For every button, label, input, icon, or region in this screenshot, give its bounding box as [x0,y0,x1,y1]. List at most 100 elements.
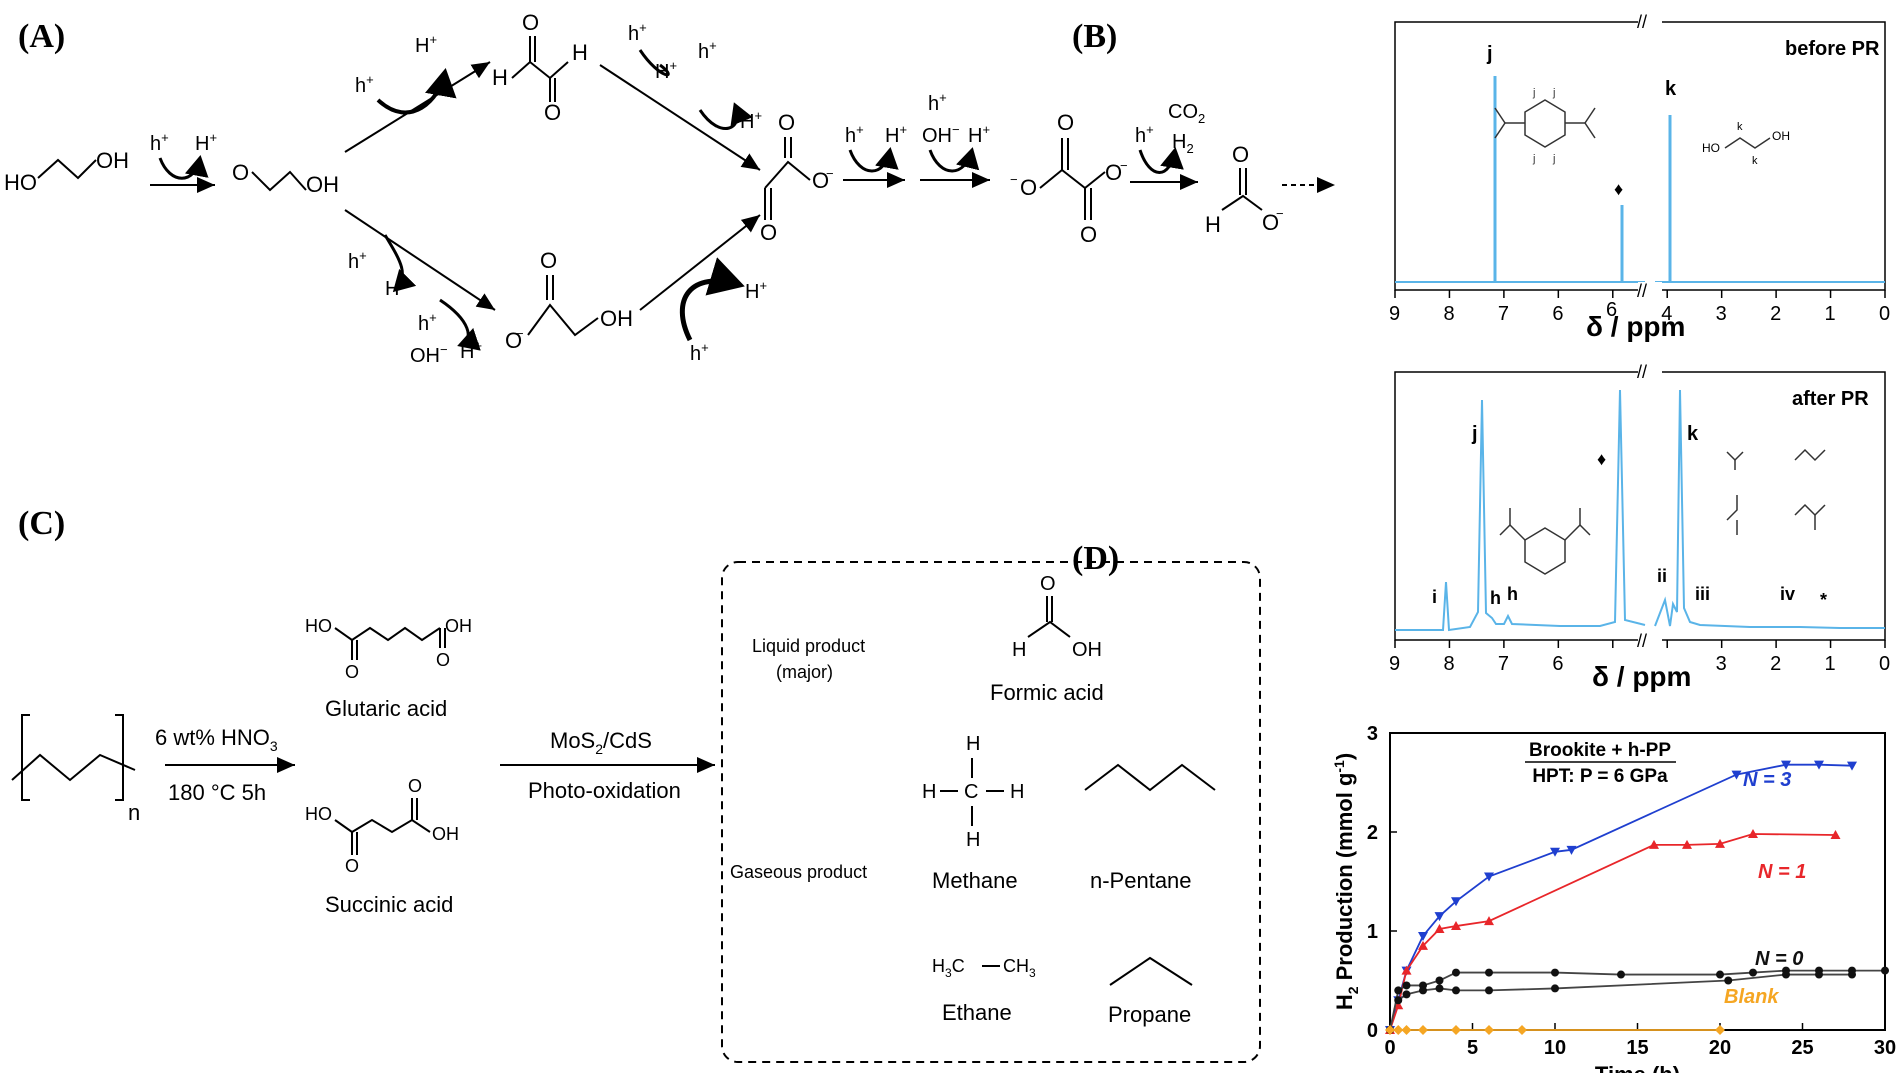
data-point [1452,968,1460,977]
data-point [1485,986,1493,995]
nmr-top-xlabel: δ / ppm [1586,311,1685,342]
svg-text:h+: h+ [628,20,647,45]
svg-text:−: − [1010,172,1018,187]
svg-text:OH: OH [1072,639,1102,661]
svg-text:CH3: CH3 [1003,956,1036,980]
svg-text:ii: ii [1657,566,1667,586]
svg-text:O: O [1040,573,1056,595]
svg-text:H: H [1205,212,1221,237]
svg-text:h: h [1490,588,1501,608]
panel-label-a: (A) [18,18,66,55]
svg-text:−: − [826,166,834,181]
glycolate-structure: O O − OH [505,248,633,353]
svg-text:180 °C 5h: 180 °C 5h [168,780,266,805]
scheme-c: n 6 wt% HNO3 180 °C 5h HO O O OH Glutari… [11,561,1261,1063]
data-point [1451,897,1461,907]
data-point [1881,966,1889,975]
data-point [1435,984,1444,993]
small-product-structures [1726,448,1826,535]
svg-text:O: O [1080,222,1097,247]
data-point [1484,916,1494,926]
data-point [1435,976,1444,985]
pentane-structure [1084,763,1216,792]
nmr-tick-label: 0 [1879,303,1890,325]
svg-text:j: j [1471,423,1478,445]
nmr-bot-tag: after PR [1792,388,1869,410]
svg-text:H+: H+ [968,122,990,147]
svg-text:OH−: OH− [410,342,448,367]
ethylene-glycol-small: HO OH k k [1702,121,1790,167]
x-tick-label: 10 [1544,1037,1566,1059]
svg-text:H+: H+ [195,130,217,155]
svg-text:6 wt% HNO3: 6 wt% HNO3 [155,725,278,754]
polypropylene-structure [11,714,136,801]
svg-text:iii: iii [1695,584,1710,604]
svg-text:H+: H+ [885,122,907,147]
svg-text:6: 6 [1606,299,1617,321]
svg-text:j: j [1532,87,1535,99]
svg-text:CO2: CO2 [1168,101,1205,126]
svg-text:C: C [964,781,978,803]
glyoxal-structure: O H O H [492,10,588,125]
data-point [1418,940,1428,950]
nmr-tick-label: 3 [1716,303,1727,325]
series-label: N = 0 [1755,948,1803,970]
data-point [1419,986,1427,995]
svg-text:n: n [128,800,140,825]
svg-text:h+: h+ [1135,122,1154,147]
svg-text:H: H [922,781,936,803]
svg-text:O: O [544,100,561,125]
svg-text:O: O [1057,110,1074,135]
y-tick-label: 0 [1367,1020,1378,1042]
svg-text:Liquid product: Liquid product [752,636,865,656]
svg-text:h+: h+ [928,90,947,115]
svg-text:O: O [505,328,522,353]
svg-text:j: j [1532,153,1535,165]
data-point [1551,984,1559,993]
x-tick-label: 30 [1874,1037,1896,1059]
svg-text:h+: h+ [348,248,367,273]
svg-text:O: O [760,220,777,245]
svg-text:h+: h+ [690,340,709,365]
y-tick-label: 1 [1367,921,1378,943]
svg-text:OH: OH [96,148,129,173]
pentane-label: n-Pentane [1090,868,1192,893]
svg-text:H: H [966,829,980,851]
data-point [1401,1025,1412,1035]
methane-label: Methane [932,868,1018,893]
svg-text:h+: h+ [150,130,169,155]
nmr-spectrum-before: before PR j ♦ k j j j j HO OH k k [1394,12,1886,301]
nmr-tick-label: 7 [1498,653,1509,675]
x-tick-label: 0 [1384,1037,1395,1059]
svg-text:HO: HO [305,616,332,636]
data-point [1847,761,1857,771]
oxalate-structure: O − O O O − [1010,110,1128,247]
nmr-tick-label: 1 [1825,653,1836,675]
succinic-acid-label: Succinic acid [325,892,453,917]
svg-text:i: i [1432,587,1437,607]
svg-text:H: H [966,733,980,755]
nmr-tick-label: 3 [1716,653,1727,675]
svg-text:h+: h+ [418,310,437,335]
svg-text:k: k [1737,121,1743,133]
svg-text:MoS2/CdS: MoS2/CdS [550,728,652,757]
svg-text:Photo-oxidation: Photo-oxidation [528,778,681,803]
svg-text:h+: h+ [355,72,374,97]
data-point [1402,990,1411,999]
x-tick-label: 20 [1709,1037,1731,1059]
svg-text:k: k [1665,78,1677,100]
svg-text:HO: HO [305,804,332,824]
nmr-tick-label: 9 [1389,303,1400,325]
svg-text:Gaseous product: Gaseous product [730,862,867,882]
propane-structure [1109,956,1193,986]
glutaric-acid-label: Glutaric acid [325,696,447,721]
svg-text:O: O [522,10,539,35]
nmr-tick-label: 2 [1770,303,1781,325]
propane-label: Propane [1108,1002,1191,1027]
svg-text:♦: ♦ [1597,449,1606,469]
formate-structure: O H O − [1205,142,1284,237]
data-point [1830,829,1841,839]
nmr-tick-label: 8 [1443,653,1454,675]
series-line [1389,833,1836,1031]
